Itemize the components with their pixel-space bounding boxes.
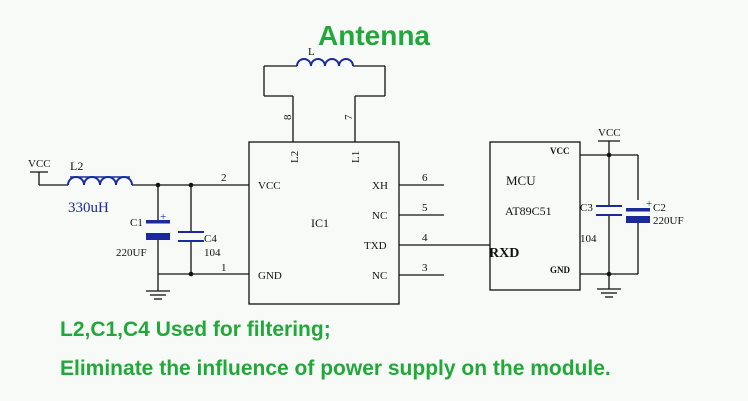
mcu-gnd-label: GND bbox=[550, 265, 571, 275]
label-c2-value: 220UF bbox=[653, 215, 684, 227]
junctions bbox=[155, 152, 612, 277]
ic1-pin-label-xh: XH bbox=[372, 180, 388, 192]
svg-text:+: + bbox=[160, 211, 166, 223]
mcu-part: AT89C51 bbox=[505, 204, 552, 218]
capacitor-c4 bbox=[178, 231, 204, 242]
label-c4: C4 bbox=[204, 233, 217, 245]
label-vcc-right: VCC bbox=[598, 127, 621, 139]
junction-dot bbox=[188, 182, 194, 188]
ic1-pin-label-l1: L1 bbox=[350, 151, 362, 163]
ic1-pin-label-gnd: GND bbox=[258, 270, 282, 282]
ground-symbol-right bbox=[597, 288, 621, 298]
inductor-antenna bbox=[296, 58, 354, 67]
ic1-pin-num-6: 6 bbox=[422, 172, 428, 184]
label-c3-value: 104 bbox=[580, 233, 597, 245]
ground-symbol-left bbox=[146, 290, 170, 300]
junction-dot bbox=[606, 271, 612, 277]
inductor-l2 bbox=[67, 176, 133, 186]
capacitor-c2: + bbox=[626, 198, 652, 223]
label-c3: C3 bbox=[580, 202, 593, 214]
junction-dot bbox=[188, 271, 194, 277]
note-filtering: L2,C1,C4 Used for filtering; bbox=[60, 318, 331, 341]
ic1-pin-num-1: 1 bbox=[221, 262, 227, 274]
ic1-pin-label-nc-5: NC bbox=[372, 210, 387, 222]
mcu-vcc-label: VCC bbox=[550, 146, 570, 156]
label-c1-value: 220UF bbox=[116, 247, 147, 259]
antenna-title: Antenna bbox=[318, 20, 430, 51]
label-c1: C1 bbox=[130, 217, 143, 229]
svg-text:+: + bbox=[646, 198, 652, 210]
label-antenna-inductor: L bbox=[308, 46, 315, 58]
label-c2: C2 bbox=[653, 202, 666, 214]
label-l2-value: 330uH bbox=[68, 200, 109, 216]
note-eliminate-influence: Eliminate the influence of power supply … bbox=[60, 357, 611, 380]
ic1-pin-num-5: 5 bbox=[422, 202, 428, 214]
ic1-pin-label-l2: L2 bbox=[289, 151, 301, 163]
ic1-name: IC1 bbox=[311, 216, 329, 230]
ic1-pin-num-3: 3 bbox=[422, 262, 428, 274]
capacitor-c3 bbox=[596, 205, 622, 216]
mcu-rxd-label: RXD bbox=[489, 246, 519, 261]
ic1-pin-num-7: 7 bbox=[343, 114, 355, 120]
ic1-pin-num-2: 2 bbox=[221, 172, 227, 184]
ic1-pin-label-nc-3: NC bbox=[372, 270, 387, 282]
capacitor-c1: + bbox=[146, 211, 170, 240]
ic1-pin-label-vcc: VCC bbox=[258, 180, 281, 192]
mcu-box bbox=[489, 141, 581, 291]
label-l2: L2 bbox=[70, 159, 83, 173]
ic1-pin-label-txd: TXD bbox=[364, 240, 387, 252]
mcu-label: MCU bbox=[506, 173, 536, 188]
label-c4-value: 104 bbox=[204, 247, 221, 259]
wires bbox=[30, 65, 639, 291]
junction-dot bbox=[155, 182, 161, 188]
ic1-pin-num-4: 4 bbox=[422, 232, 428, 244]
label-vcc-left: VCC bbox=[28, 158, 51, 170]
ic1-box bbox=[248, 141, 400, 305]
junction-dot bbox=[606, 152, 612, 158]
ic1-pin-num-8: 8 bbox=[282, 114, 294, 120]
